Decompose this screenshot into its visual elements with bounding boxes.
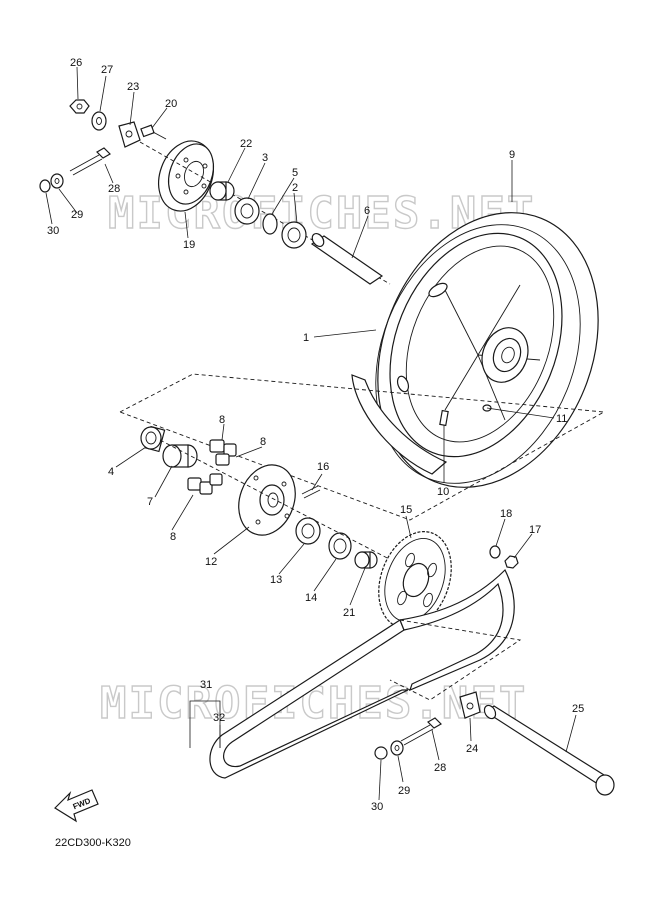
nut-26	[69, 99, 90, 114]
brake-disc-19	[158, 140, 215, 212]
exploded-frame-axle	[389, 619, 522, 701]
washer-30-upper	[39, 179, 51, 193]
callout-29-lower: 29	[398, 785, 410, 797]
callout-25: 25	[572, 703, 584, 715]
callout-30-upper: 30	[47, 225, 59, 237]
washer-18	[489, 545, 501, 559]
callout-17: 17	[529, 524, 541, 536]
callout-4: 4	[108, 466, 114, 478]
sprocket-15	[378, 530, 452, 630]
washer-27	[91, 111, 107, 131]
forward-arrow-icon: FWD	[54, 789, 99, 823]
callout-8-middle: 8	[260, 436, 266, 448]
collar-7	[162, 444, 198, 468]
callouts: 26 27 23 20 28 29 30 19 22 3 5 2 6 9 1 1…	[47, 57, 584, 813]
callout-2: 2	[292, 182, 298, 194]
callout-26: 26	[70, 57, 82, 69]
bolt-28-upper	[69, 147, 111, 176]
washer-30-lower	[374, 746, 388, 760]
bolt-20	[140, 124, 167, 140]
callout-1: 1	[303, 332, 309, 344]
callout-8-upper: 8	[219, 414, 225, 426]
bearing-2	[281, 221, 307, 249]
callout-31: 31	[200, 679, 212, 691]
callout-19: 19	[183, 239, 195, 251]
nut-17	[504, 555, 519, 569]
callout-27: 27	[101, 64, 113, 76]
damper-8-lower	[187, 473, 223, 495]
callout-29-upper: 29	[71, 209, 83, 221]
callout-24: 24	[466, 743, 478, 755]
bolt-28-lower	[400, 717, 442, 746]
callout-6: 6	[364, 205, 370, 217]
callout-10: 10	[437, 486, 449, 498]
callout-28-upper: 28	[108, 183, 120, 195]
stud-bolt-16	[301, 485, 321, 499]
axle-25	[483, 704, 615, 796]
washer-29-lower	[390, 740, 404, 756]
wheel-hub	[481, 327, 529, 383]
washer-29-upper	[50, 173, 64, 189]
callout-3: 3	[262, 152, 268, 164]
sprocket-hub-12	[238, 464, 296, 536]
bearing-13	[295, 517, 321, 545]
callout-13: 13	[270, 574, 282, 586]
callout-15: 15	[400, 504, 412, 516]
oil-seal-14	[328, 532, 352, 560]
callout-32: 32	[213, 712, 225, 724]
callout-8-lower: 8	[170, 531, 176, 543]
callout-12: 12	[205, 556, 217, 568]
exploded-frame-hub	[119, 373, 606, 521]
bracket-23	[118, 121, 141, 148]
callout-11: 11	[556, 413, 567, 425]
callout-21: 21	[343, 607, 355, 619]
callout-5: 5	[292, 167, 298, 179]
callout-7: 7	[147, 496, 153, 508]
wheel-rim-1	[389, 232, 563, 458]
bearing-3	[234, 197, 260, 225]
callout-18: 18	[500, 508, 512, 520]
spacer-6	[310, 232, 384, 285]
damper-8-upper	[209, 439, 237, 466]
callout-9: 9	[509, 149, 515, 161]
callout-14: 14	[305, 592, 317, 604]
callout-20: 20	[165, 98, 177, 110]
valve-10	[439, 409, 449, 427]
leader-lines	[45, 66, 577, 801]
bearing-4	[140, 425, 166, 453]
callout-22: 22	[240, 138, 252, 150]
chain-puller-24	[459, 691, 481, 719]
collar-21	[354, 551, 378, 569]
callout-28-lower: 28	[434, 762, 446, 774]
circlip-5	[262, 213, 278, 235]
callout-23: 23	[127, 81, 139, 93]
callout-16: 16	[317, 461, 329, 473]
callout-30-lower: 30	[371, 801, 383, 813]
figure-code: 22CD300-K320	[55, 837, 131, 849]
collar-22	[209, 181, 235, 201]
